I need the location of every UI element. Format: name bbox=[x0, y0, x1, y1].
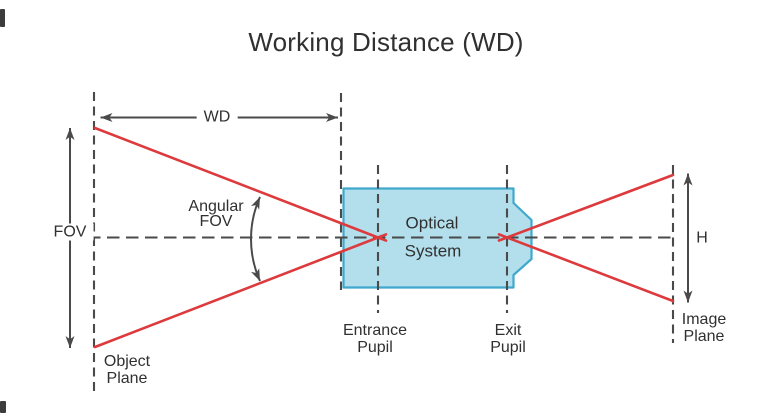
entrance-pupil-label: Entrance Pupil bbox=[343, 322, 407, 356]
exit-pupil-label-line1: Exit bbox=[494, 322, 522, 339]
object-ray-upper bbox=[93, 126, 388, 242]
angular-fov-label-line2: FOV bbox=[199, 213, 233, 230]
h-label: H bbox=[696, 229, 708, 247]
entrance-pupil-label-line2: Pupil bbox=[357, 339, 393, 356]
entrance-pupil-label-line1: Entrance bbox=[342, 322, 408, 339]
angular-fov-arc-arrow bbox=[250, 196, 261, 282]
optical-system-label-line2: System bbox=[404, 241, 462, 261]
object-plane-label: Object Plane bbox=[104, 353, 150, 387]
diagram-title: Working Distance (WD) bbox=[248, 27, 524, 57]
image-plane-label: Image Plane bbox=[682, 311, 726, 345]
wd-label: WD bbox=[196, 108, 238, 126]
screen-edge-artifact-top bbox=[0, 9, 5, 27]
fov-label: FOV bbox=[46, 223, 94, 241]
object-plane-label-line1: Object bbox=[103, 353, 151, 370]
object-ray-lower bbox=[93, 233, 388, 349]
angular-fov-label: Angular FOV bbox=[188, 198, 244, 230]
angular-fov-label-line1: Angular bbox=[188, 198, 244, 215]
image-ray-upper bbox=[497, 173, 675, 242]
image-plane-label-line2: Plane bbox=[683, 328, 725, 345]
optical-system-label-line1: Optical bbox=[405, 213, 459, 233]
image-ray-lower bbox=[497, 233, 675, 303]
screen-edge-artifact-bottom bbox=[0, 401, 6, 413]
exit-pupil-label: Exit Pupil bbox=[490, 322, 526, 356]
exit-pupil-label-line2: Pupil bbox=[490, 339, 526, 356]
object-plane-label-line2: Plane bbox=[106, 370, 148, 387]
image-plane-label-line1: Image bbox=[681, 311, 727, 328]
